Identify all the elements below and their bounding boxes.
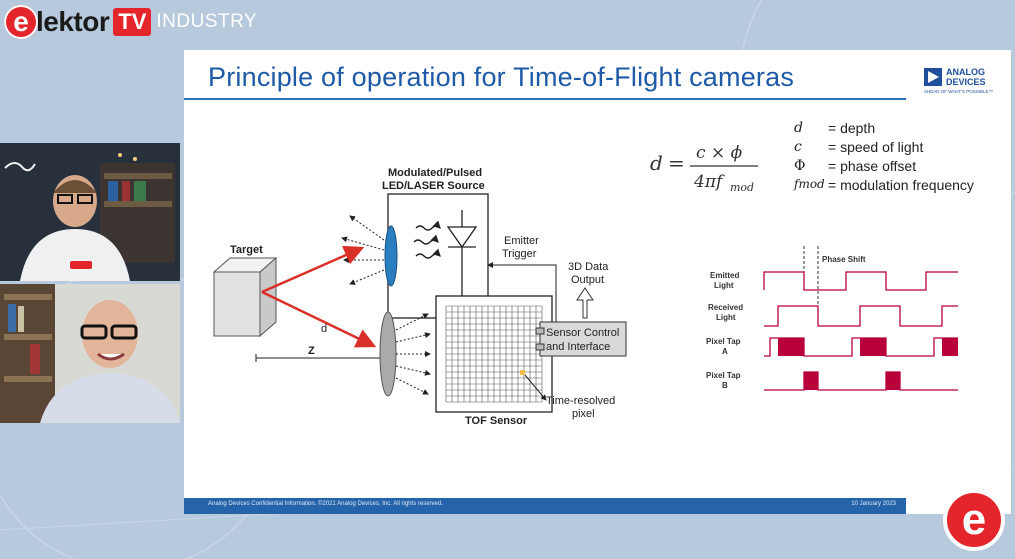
webcam-host-image: [0, 143, 180, 281]
slide-footer: Analog Devices Confidential Information.…: [184, 498, 906, 514]
phase-shift-label: Phase Shift: [822, 255, 866, 264]
sensor-pixel-grid: [445, 305, 543, 403]
svg-text:A: A: [722, 347, 728, 356]
emitter-label-2: Trigger: [502, 248, 537, 260]
pixel-label-1: Time-resolved: [546, 395, 615, 407]
title-rule: [184, 98, 906, 100]
source-label-1: Modulated/Pulsed: [388, 167, 482, 179]
legend-row: c= speed of light: [794, 139, 924, 155]
svg-text:Light: Light: [716, 313, 736, 322]
emitter-label-1: Emitter: [504, 235, 539, 247]
footer-copyright: Analog Devices Confidential Information.…: [208, 501, 443, 507]
footer-date: 10 January 2023: [851, 501, 896, 507]
sensor-control-label-2: and Interface: [546, 341, 610, 353]
svg-text:=: =: [668, 151, 685, 175]
formula-subscript: mod: [730, 181, 754, 194]
output-label-2: Output: [571, 274, 604, 286]
webcam-host: [0, 143, 180, 281]
svg-text:Light: Light: [714, 281, 734, 290]
svg-text:Received: Received: [708, 303, 743, 312]
sensor-control-label-1: Sensor Control: [546, 327, 619, 339]
logo-word: lektor: [36, 6, 110, 37]
formula-denominator: 4πf: [693, 172, 725, 192]
analog-devices-tagline: AHEAD OF WHAT'S POSSIBLE™: [924, 89, 994, 94]
tof-sensor-label: TOF Sensor: [465, 415, 528, 427]
webcam-guest: [0, 284, 180, 423]
analog-devices-logo: ANALOG DEVICES AHEAD OF WHAT'S POSSIBLE™: [924, 66, 994, 96]
target-cube: [213, 271, 261, 337]
elektor-tv-logo: e lektor TV INDUSTRY: [4, 4, 257, 40]
analog-devices-triangle-icon: [924, 68, 942, 86]
legend-row: fmod= modulation frequency: [794, 177, 974, 193]
formula-numerator: c × ϕ: [696, 143, 743, 163]
slide-title: Principle of operation for Time-of-Fligh…: [208, 62, 795, 92]
svg-text:Pixel Tap: Pixel Tap: [706, 337, 741, 346]
formula-legend: d= depth c= speed of light Φ= phase offs…: [794, 120, 974, 196]
source-lens: [384, 225, 398, 287]
svg-text:B: B: [722, 381, 728, 390]
target-label: Target: [230, 244, 263, 256]
svg-text:Pixel Tap: Pixel Tap: [706, 371, 741, 380]
svg-text:Emitted: Emitted: [710, 271, 739, 280]
d-label: d: [321, 323, 327, 335]
legend-row: Φ= phase offset: [794, 158, 917, 174]
logo-e-badge: e: [4, 5, 38, 39]
formula-lhs: d: [650, 151, 663, 175]
analog-devices-wordmark: ANALOG DEVICES: [946, 67, 986, 87]
webcam-guest-image: [0, 284, 180, 423]
source-label-2: LED/LASER Source: [382, 180, 485, 192]
tof-formula: d = c × ϕ 4πf mod: [650, 143, 758, 194]
output-arrow-icon: [576, 287, 594, 319]
logo-tv-badge: TV: [113, 8, 152, 36]
receiver-lens: [379, 311, 397, 397]
legend-row: d= depth: [794, 120, 876, 136]
output-label-1: 3D Data: [568, 261, 609, 273]
tof-diagram: Modulated/Pulsed LED/LASER Source Target…: [212, 167, 627, 427]
pixel-label-2: pixel: [572, 408, 595, 420]
z-label: Z: [308, 345, 315, 357]
timing-diagram: Phase Shift Emitted Light Received Light…: [706, 246, 958, 391]
sensor-control-box: [539, 321, 627, 357]
presentation-slide: Principle of operation for Time-of-Fligh…: [184, 50, 1011, 514]
elektor-corner-logo: e: [943, 489, 1005, 551]
logo-industry: INDUSTRY: [156, 11, 258, 32]
